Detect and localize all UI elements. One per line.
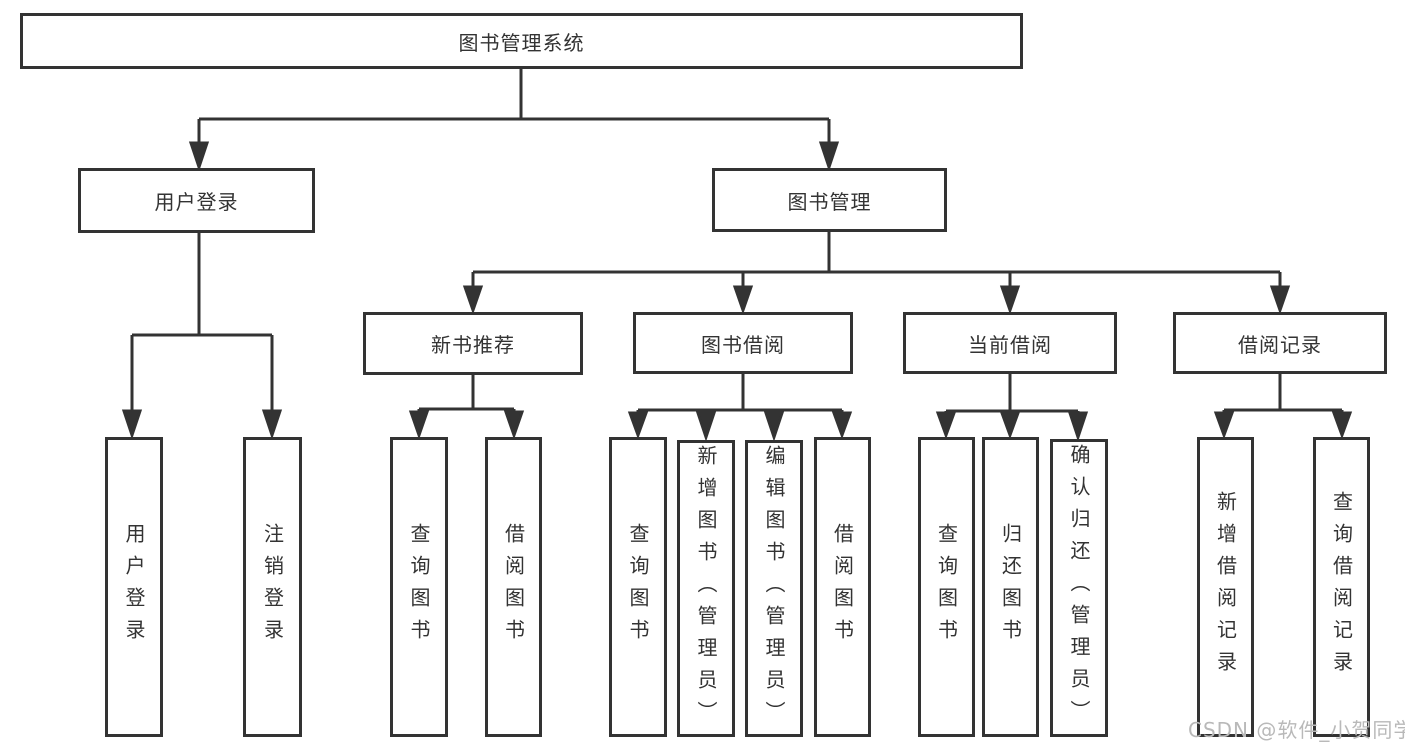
leaf-borrow-add: 新增图书（管理员） bbox=[677, 440, 735, 737]
arrowhead-down-icon bbox=[763, 411, 785, 442]
node-root: 图书管理系统 bbox=[20, 13, 1023, 69]
connector-book-mgmt-branch bbox=[462, 232, 1291, 315]
connector-current-borrow-branch bbox=[935, 374, 1089, 442]
arrowhead-down-icon bbox=[695, 411, 717, 442]
leaf-logout-label: 注销登录 bbox=[260, 523, 285, 651]
node-book-borrow: 图书借阅 bbox=[633, 312, 853, 374]
arrowhead-down-icon bbox=[503, 410, 525, 440]
arrowhead-down-icon bbox=[188, 141, 210, 172]
arrowhead-down-icon bbox=[462, 285, 484, 315]
leaf-borrow-query-label: 查询图书 bbox=[626, 523, 650, 651]
leaf-borrow-borrow: 借阅图书 bbox=[814, 437, 871, 737]
arrowhead-down-icon bbox=[261, 409, 283, 440]
leaf-current-query-label: 查询图书 bbox=[934, 523, 959, 651]
arrowhead-down-icon bbox=[1331, 411, 1353, 440]
leaf-borrow-query: 查询图书 bbox=[609, 437, 667, 737]
leaf-newbook-borrow: 借阅图书 bbox=[485, 437, 542, 737]
connector-new-book-branch bbox=[408, 375, 525, 440]
leaf-current-query: 查询图书 bbox=[918, 437, 975, 737]
leaf-newbook-borrow-label: 借阅图书 bbox=[501, 523, 526, 651]
connector-user-login-branch bbox=[121, 233, 283, 440]
arrowhead-down-icon bbox=[935, 411, 957, 440]
node-book-mgmt: 图书管理 bbox=[712, 168, 947, 232]
node-current-borrow: 当前借阅 bbox=[903, 312, 1117, 374]
node-user-login-label: 用户登录 bbox=[154, 190, 239, 214]
node-new-book-rec: 新书推荐 bbox=[363, 312, 583, 375]
leaf-borrow-borrow-label: 借阅图书 bbox=[830, 523, 855, 651]
leaf-record-query-label: 查询借阅记录 bbox=[1329, 491, 1354, 683]
leaf-current-return-label: 归还图书 bbox=[998, 523, 1023, 651]
arrowhead-down-icon bbox=[408, 410, 430, 440]
leaf-record-query: 查询借阅记录 bbox=[1313, 437, 1370, 737]
arrowhead-down-icon bbox=[1213, 411, 1235, 440]
leaf-current-confirm: 确认归还（管理员） bbox=[1050, 439, 1108, 737]
node-book-borrow-label: 图书借阅 bbox=[701, 332, 785, 357]
leaf-current-confirm-label: 确认归还（管理员） bbox=[1067, 444, 1091, 732]
node-new-book-rec-label: 新书推荐 bbox=[431, 333, 515, 357]
arrowhead-down-icon bbox=[1269, 285, 1291, 315]
node-current-borrow-label: 当前借阅 bbox=[968, 332, 1052, 357]
leaf-logout: 注销登录 bbox=[243, 437, 302, 737]
leaf-user-login: 用户登录 bbox=[105, 437, 163, 737]
watermark-text: CSDN @软件_小贺同学 bbox=[1188, 718, 1405, 742]
arrowhead-down-icon bbox=[999, 411, 1021, 440]
arrowhead-down-icon bbox=[732, 285, 754, 315]
leaf-borrow-edit-label: 编辑图书（管理员） bbox=[762, 444, 786, 733]
arrowhead-down-icon bbox=[999, 285, 1021, 315]
leaf-newbook-query-label: 查询图书 bbox=[407, 523, 431, 651]
node-root-label: 图书管理系统 bbox=[458, 30, 585, 55]
leaf-current-return: 归还图书 bbox=[982, 437, 1039, 737]
node-book-mgmt-label: 图书管理 bbox=[787, 189, 872, 214]
leaf-user-login-label: 用户登录 bbox=[122, 523, 146, 651]
connector-book-borrow-branch bbox=[627, 374, 853, 442]
arrowhead-down-icon bbox=[818, 141, 840, 172]
leaf-record-add: 新增借阅记录 bbox=[1197, 437, 1254, 737]
leaf-borrow-add-label: 新增图书（管理员） bbox=[694, 444, 718, 733]
connector-borrow-records-branch bbox=[1213, 374, 1353, 440]
arrowhead-down-icon bbox=[627, 411, 649, 440]
leaf-borrow-edit: 编辑图书（管理员） bbox=[745, 440, 803, 737]
arrowhead-down-icon bbox=[1067, 411, 1089, 442]
leaf-record-add-label: 新增借阅记录 bbox=[1213, 491, 1238, 683]
leaf-newbook-query: 查询图书 bbox=[390, 437, 448, 737]
connector-root-to-level2 bbox=[188, 69, 840, 172]
arrowhead-down-icon bbox=[121, 409, 143, 440]
node-borrow-records: 借阅记录 bbox=[1173, 312, 1387, 374]
node-borrow-records-label: 借阅记录 bbox=[1238, 332, 1322, 357]
node-user-login: 用户登录 bbox=[78, 168, 315, 233]
arrowhead-down-icon bbox=[831, 411, 853, 440]
